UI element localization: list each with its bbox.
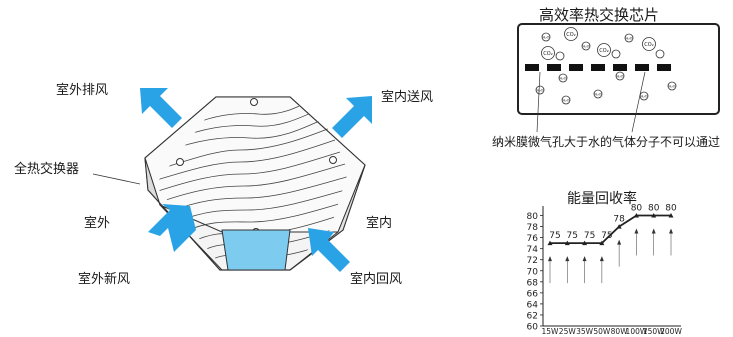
exhaust-arrow-icon [140, 88, 182, 128]
screw-icon [329, 156, 337, 164]
membrane-caption: 纳米膜微气孔大于水的气体分子不可以通过 [492, 135, 721, 149]
core-flow-lines [155, 99, 353, 263]
label-supply: 室内送风 [381, 90, 434, 105]
return-air-arrow-icon [308, 228, 350, 272]
label-outdoor: 室外 [84, 216, 111, 231]
screw-icon [176, 158, 184, 166]
screw-icon [250, 98, 258, 106]
label-indoor: 室内 [366, 216, 393, 231]
supply-arrow-icon [332, 96, 372, 138]
label-return-air: 室内回风 [350, 272, 403, 287]
membrane-title: 高效率热交换芯片 [539, 6, 660, 24]
chart-title: 能量回收率 [567, 191, 637, 207]
label-fresh-air: 室外新风 [78, 272, 131, 287]
label-exhaust: 室外排风 [56, 83, 109, 98]
label-exchanger: 全热交换器 [14, 162, 80, 177]
fresh-air-arrow-icon [148, 204, 196, 252]
filter-panel [221, 229, 291, 271]
